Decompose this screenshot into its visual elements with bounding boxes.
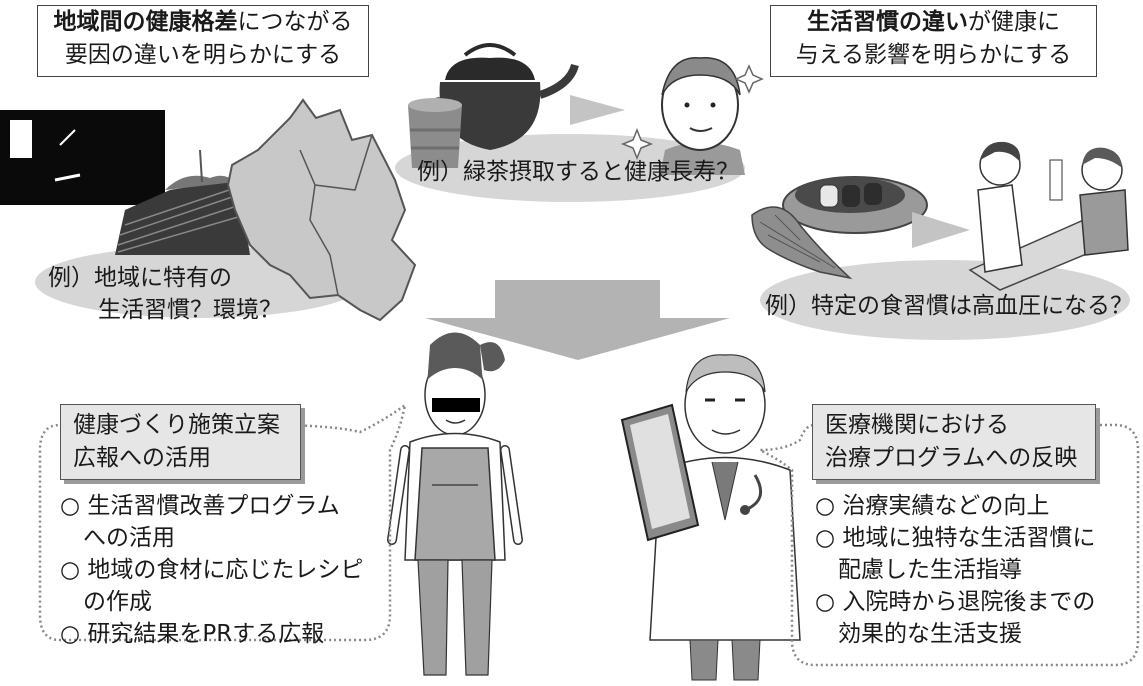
tablet-icon [620,403,700,542]
right-header-line1: 医療機関における [825,412,1009,438]
tea-cup-icon [408,98,462,168]
top-left-line2: 要因の違いを明らかにする [64,42,342,68]
top-left-box: 地域間の健康格差につながる 要因の違いを明らかにする [37,5,369,77]
diet-example: 例）特定の食習慣は高血圧になる？ [765,293,1133,319]
sparkle-icon [734,64,764,94]
diet-arrow [912,212,970,248]
top-right-bold: 生活習慣の違い [807,9,968,35]
left-header-line1: 健康づくり施策立案 [73,412,280,438]
region-example-line1: 例）地域に特有の [48,265,232,291]
top-right-box: 生活習慣の違いが健康に 与える影響を明らかにする [770,5,1097,77]
list-item: ○ 研究結果をPRする広報 [60,621,325,647]
list-item: 効果的な生活支援 [815,621,1022,647]
list-item: ○ 治療実績などの向上 [815,493,1050,519]
tea-arrow [570,95,625,125]
top-left-bold: 地域間の健康格差 [53,9,238,35]
list-item: ○ 地域に独特な生活習慣に [815,525,1096,551]
blood-pressure-scene-icon [968,141,1129,291]
region-example-line2: 生活習慣？環境？ [98,297,282,323]
right-panel-header: 医療機関における 治療プログラムへの反映 [812,404,1096,480]
list-item: 配慮した生活指導 [815,557,1022,583]
list-item: への活用 [60,525,175,551]
list-item: の作成 [60,589,152,615]
top-right-line2: 与える影響を明らかにする [795,42,1072,68]
sparkle-icon [620,127,654,161]
right-panel-list: ○ 治療実績などの向上 ○ 地域に独特な生活習慣に 配慮した生活指導 ○ 入院時… [815,490,1095,650]
elderly-man-icon [660,57,745,175]
list-item: ○ 地域の食材に応じたレシピ [60,557,364,583]
top-left-rest: につながる [237,9,353,35]
down-arrow [425,280,730,360]
left-header-line2: 広報への活用 [73,445,211,471]
left-panel-header: 健康づくり施策立案 広報への活用 [60,404,301,480]
region-map [226,98,417,322]
right-speech-bubble [759,423,1140,667]
right-header-line2: 治療プログラムへの反映 [825,445,1078,471]
food-plate-icon [782,176,928,234]
top-right-rest: が健康に [968,9,1060,35]
dried-fish-icon [751,206,853,280]
list-item: ○ 入院時から退院後までの [815,589,1096,615]
tea-ellipse [395,134,745,202]
green-tea-example: 例）緑茶摂取すると健康長寿？ [417,159,739,185]
left-speech-bubble [38,402,407,642]
landscape-photo [0,110,250,255]
list-item: ○ 生活習慣改善プログラム [60,493,340,519]
teapot-icon [416,43,579,150]
diet-ellipse [760,260,1130,340]
left-panel-list: ○ 生活習慣改善プログラム への活用 ○ 地域の食材に応じたレシピ の作成 ○ … [60,490,363,650]
map-borders [299,134,373,296]
public-health-nurse-figure [387,332,523,676]
